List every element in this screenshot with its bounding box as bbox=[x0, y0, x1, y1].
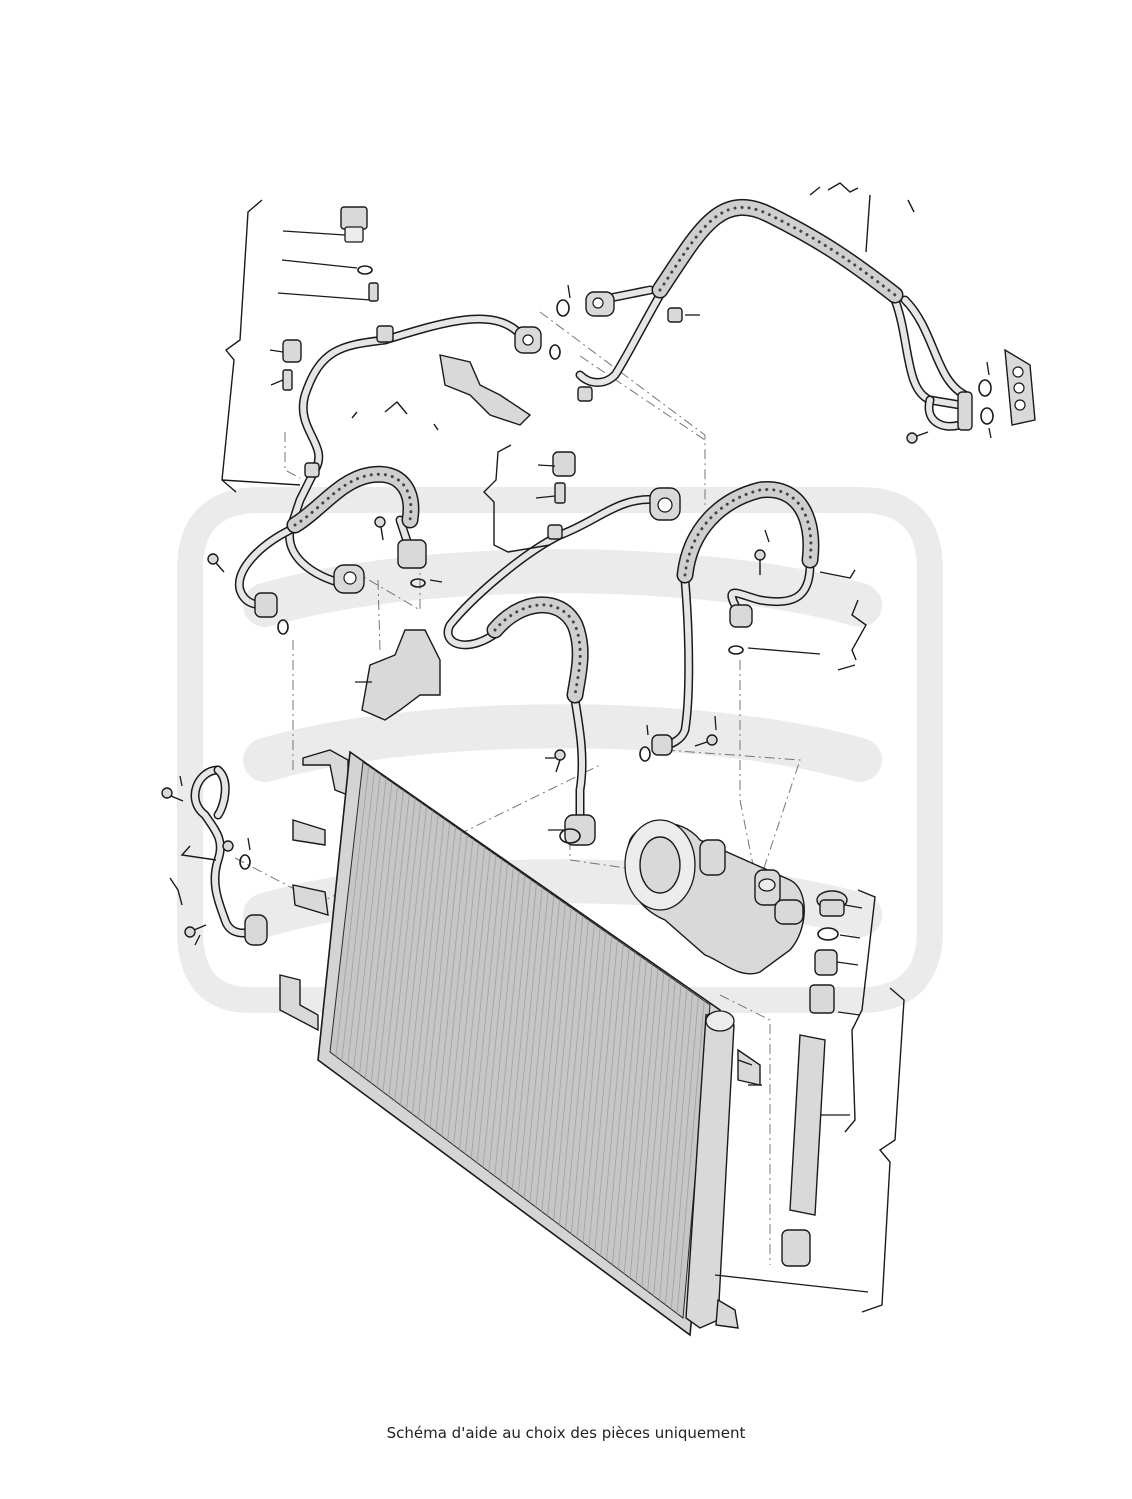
condenser-fin bbox=[600, 948, 630, 1256]
condenser-fin bbox=[388, 802, 422, 1097]
condenser-fin bbox=[553, 915, 584, 1221]
condenser-fin bbox=[447, 842, 480, 1141]
condenser-fin bbox=[576, 932, 607, 1239]
service-cap-icon bbox=[282, 339, 302, 363]
condenser-fin bbox=[429, 830, 462, 1128]
condenser-fin bbox=[594, 944, 624, 1252]
condenser-fin bbox=[364, 786, 399, 1079]
condenser-fin bbox=[623, 964, 653, 1274]
condenser-fin bbox=[659, 988, 688, 1301]
condenser-fin bbox=[453, 847, 485, 1146]
pipe-bracket-icon bbox=[361, 629, 441, 721]
condenser-fin bbox=[376, 794, 410, 1088]
condenser-fin bbox=[347, 774, 381, 1066]
condenser-fin bbox=[588, 940, 618, 1248]
condenser-fin bbox=[606, 952, 636, 1261]
condenser-fin bbox=[341, 770, 375, 1061]
condenser-fin bbox=[382, 798, 416, 1092]
condenser-fin bbox=[653, 984, 682, 1296]
condenser-fin bbox=[370, 790, 404, 1084]
condenser-icon bbox=[279, 749, 761, 1337]
condenser-fin bbox=[500, 879, 532, 1181]
condenser-fin bbox=[582, 936, 613, 1243]
condenser-fin bbox=[641, 976, 670, 1288]
callout-leaders bbox=[169, 182, 992, 1313]
condenser-fin bbox=[635, 972, 665, 1283]
condenser-fin bbox=[559, 919, 589, 1225]
pipe-clip-icon bbox=[439, 354, 532, 426]
condenser-fin bbox=[517, 891, 549, 1194]
condenser-fin bbox=[647, 980, 676, 1292]
condenser-fin bbox=[564, 923, 595, 1230]
condenser-fin bbox=[353, 778, 387, 1070]
service-cap-icon-2 bbox=[552, 451, 576, 477]
condenser-fin bbox=[470, 859, 503, 1159]
condenser-fin bbox=[435, 834, 468, 1132]
condenser-fin bbox=[676, 1000, 705, 1314]
condenser-fin bbox=[664, 992, 694, 1305]
ac-hoses bbox=[286, 198, 904, 704]
condenser-fin bbox=[394, 806, 428, 1101]
condenser-fin bbox=[400, 810, 433, 1106]
condenser-fin bbox=[335, 766, 370, 1057]
ac-compressor-icon bbox=[624, 819, 805, 975]
condenser-fin bbox=[406, 814, 439, 1110]
bolt-icon bbox=[207, 553, 225, 573]
nut-icon bbox=[667, 307, 683, 323]
condenser-fin bbox=[494, 875, 526, 1177]
condenser-fin bbox=[359, 782, 393, 1075]
condenser-fin bbox=[482, 867, 514, 1168]
condenser-fin bbox=[529, 899, 561, 1203]
small-parts bbox=[161, 206, 1036, 946]
condenser-fin bbox=[570, 928, 601, 1234]
condenser-fin bbox=[523, 895, 555, 1199]
condenser-fin bbox=[541, 907, 572, 1212]
condenser-fin bbox=[629, 968, 659, 1279]
expansion-valve-icon bbox=[1004, 348, 1036, 426]
condenser-fin bbox=[476, 863, 508, 1163]
condenser-fin bbox=[670, 996, 699, 1310]
assembly-lines bbox=[234, 311, 801, 1265]
condenser-fin bbox=[441, 838, 474, 1137]
condenser-fin bbox=[535, 903, 566, 1208]
condenser-fin bbox=[617, 960, 647, 1270]
condenser-fin bbox=[506, 883, 537, 1186]
pressure-sensor-icon bbox=[340, 206, 368, 243]
condenser-fin bbox=[423, 826, 456, 1123]
condenser-fin bbox=[547, 911, 578, 1217]
condenser-fin bbox=[417, 822, 451, 1119]
condenser-fin bbox=[464, 855, 497, 1155]
diagram-disclaimer: Schéma d'aide au choix des pièces unique… bbox=[386, 1424, 746, 1442]
valve-core-icon bbox=[368, 282, 379, 302]
condenser-fin bbox=[488, 871, 520, 1172]
condenser-fin bbox=[411, 818, 445, 1115]
receiver-drier-icon bbox=[781, 890, 848, 1267]
condenser-fin bbox=[511, 887, 543, 1190]
condenser-fin bbox=[459, 851, 491, 1150]
condenser-fin bbox=[612, 956, 641, 1265]
